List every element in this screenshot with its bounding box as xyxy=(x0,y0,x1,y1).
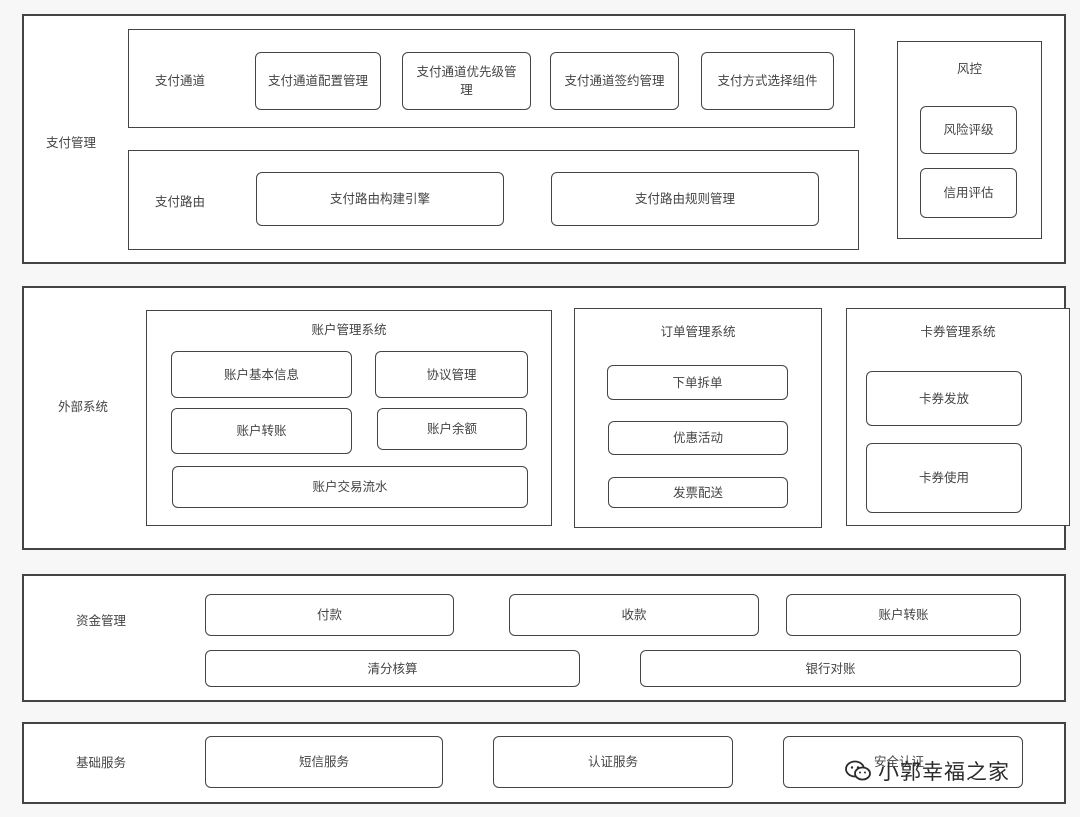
order-system-group: 订单管理系统 下单拆单 优惠活动 发票配送 xyxy=(574,308,822,528)
channel-priority-node: 支付通道优先级管理 xyxy=(402,52,531,110)
external-systems-label: 外部系统 xyxy=(58,399,109,414)
payment-routing-label: 支付路由 xyxy=(155,194,206,209)
risk-rating-node: 风险评级 xyxy=(920,106,1017,154)
account-basic-info-node: 账户基本信息 xyxy=(171,351,352,398)
payment-routing-group: 支付路由 支付路由构建引擎 支付路由规则管理 xyxy=(128,150,859,250)
payment-channel-label: 支付通道 xyxy=(155,73,206,88)
coupon-issue-node: 卡券发放 xyxy=(866,371,1022,426)
account-system-title: 账户管理系统 xyxy=(311,322,387,337)
auth-service-node: 认证服务 xyxy=(493,736,733,788)
payment-channel-group: 支付通道 支付通道配置管理 支付通道优先级管理 支付通道签约管理 支付方式选择组… xyxy=(128,29,855,128)
clearing-accounting-node: 清分核算 xyxy=(205,650,580,687)
payment-out-node: 付款 xyxy=(205,594,454,636)
channel-config-node: 支付通道配置管理 xyxy=(255,52,381,110)
order-split-node: 下单拆单 xyxy=(607,365,788,400)
collection-node: 收款 xyxy=(509,594,759,636)
account-transaction-flow-node: 账户交易流水 xyxy=(172,466,528,508)
wechat-icon xyxy=(845,760,871,781)
basic-services-label: 基础服务 xyxy=(76,755,127,770)
risk-control-label: 风控 xyxy=(956,61,982,76)
risk-control-group: 风控 风险评级 信用评估 xyxy=(897,41,1042,239)
payment-management-panel: 支付管理 支付通道 支付通道配置管理 支付通道优先级管理 支付通道签约管理 支付… xyxy=(22,14,1066,264)
credit-assessment-node: 信用评估 xyxy=(920,168,1017,218)
security-auth-node: 安全认证 xyxy=(783,736,1023,788)
watermark: 小郭幸福之家 xyxy=(844,756,1010,786)
funds-account-transfer-node: 账户转账 xyxy=(786,594,1021,636)
account-balance-node: 账户余额 xyxy=(377,408,527,450)
coupon-system-group: 卡券管理系统 卡券发放 卡券使用 xyxy=(846,308,1070,526)
funds-management-panel: 资金管理 付款 收款 账户转账 清分核算 银行对账 xyxy=(22,574,1066,702)
order-system-title: 订单管理系统 xyxy=(660,324,736,339)
sms-service-node: 短信服务 xyxy=(205,736,443,788)
routing-rules-node: 支付路由规则管理 xyxy=(551,172,819,226)
invoice-delivery-node: 发票配送 xyxy=(608,477,788,508)
account-transfer-node: 账户转账 xyxy=(171,408,352,454)
coupon-use-node: 卡券使用 xyxy=(866,443,1022,513)
watermark-text: 小郭幸福之家 xyxy=(878,760,1010,784)
payment-method-selector-node: 支付方式选择组件 xyxy=(701,52,834,110)
agreement-management-node: 协议管理 xyxy=(375,351,528,398)
payment-management-label: 支付管理 xyxy=(46,135,97,150)
promotion-node: 优惠活动 xyxy=(608,421,788,455)
account-system-group: 账户管理系统 账户基本信息 协议管理 账户转账 账户余额 账户交易流水 xyxy=(146,310,552,526)
bank-reconciliation-node: 银行对账 xyxy=(640,650,1021,687)
external-systems-panel: 外部系统 账户管理系统 账户基本信息 协议管理 账户转账 账户余额 账户交易流水… xyxy=(22,286,1070,550)
channel-signing-node: 支付通道签约管理 xyxy=(550,52,679,110)
funds-management-label: 资金管理 xyxy=(76,613,127,628)
routing-engine-node: 支付路由构建引擎 xyxy=(256,172,504,226)
basic-services-panel: 基础服务 短信服务 认证服务 安全认证 xyxy=(22,722,1066,804)
coupon-system-title: 卡券管理系统 xyxy=(920,324,996,339)
